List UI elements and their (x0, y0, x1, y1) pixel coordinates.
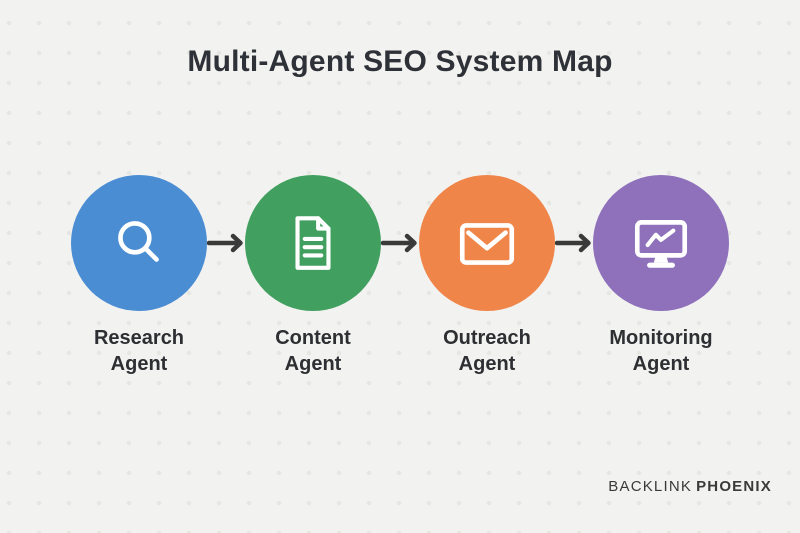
brand-second: PHOENIX (696, 478, 772, 495)
flow-arrow (555, 233, 591, 253)
content-agent-circle (245, 175, 381, 311)
monitor-icon (628, 210, 694, 276)
flow-arrow (207, 233, 243, 253)
document-icon (280, 210, 346, 276)
outreach-agent-circle (419, 175, 555, 311)
agent-label-content: Content Agent (275, 327, 351, 375)
page-title: Multi-Agent SEO System Map (187, 45, 613, 78)
agent-label-outreach: Outreach Agent (443, 327, 531, 375)
agent-node-outreach: Outreach Agent (419, 175, 555, 377)
agent-node-research: Research Agent (71, 175, 207, 377)
agent-label-research: Research Agent (93, 327, 185, 375)
research-agent-circle (71, 175, 207, 311)
agent-flow: Research Agent Content Agent (0, 175, 800, 377)
brand-first: BACKLINK (608, 478, 693, 495)
search-icon (106, 210, 172, 276)
monitoring-agent-circle (593, 175, 729, 311)
agent-node-monitoring: Monitoring Agent (593, 175, 729, 377)
agent-node-content: Content Agent (245, 175, 381, 377)
agent-label-monitoring: Monitoring Agent (609, 327, 713, 375)
envelope-icon (454, 210, 520, 276)
flow-arrow (381, 233, 417, 253)
